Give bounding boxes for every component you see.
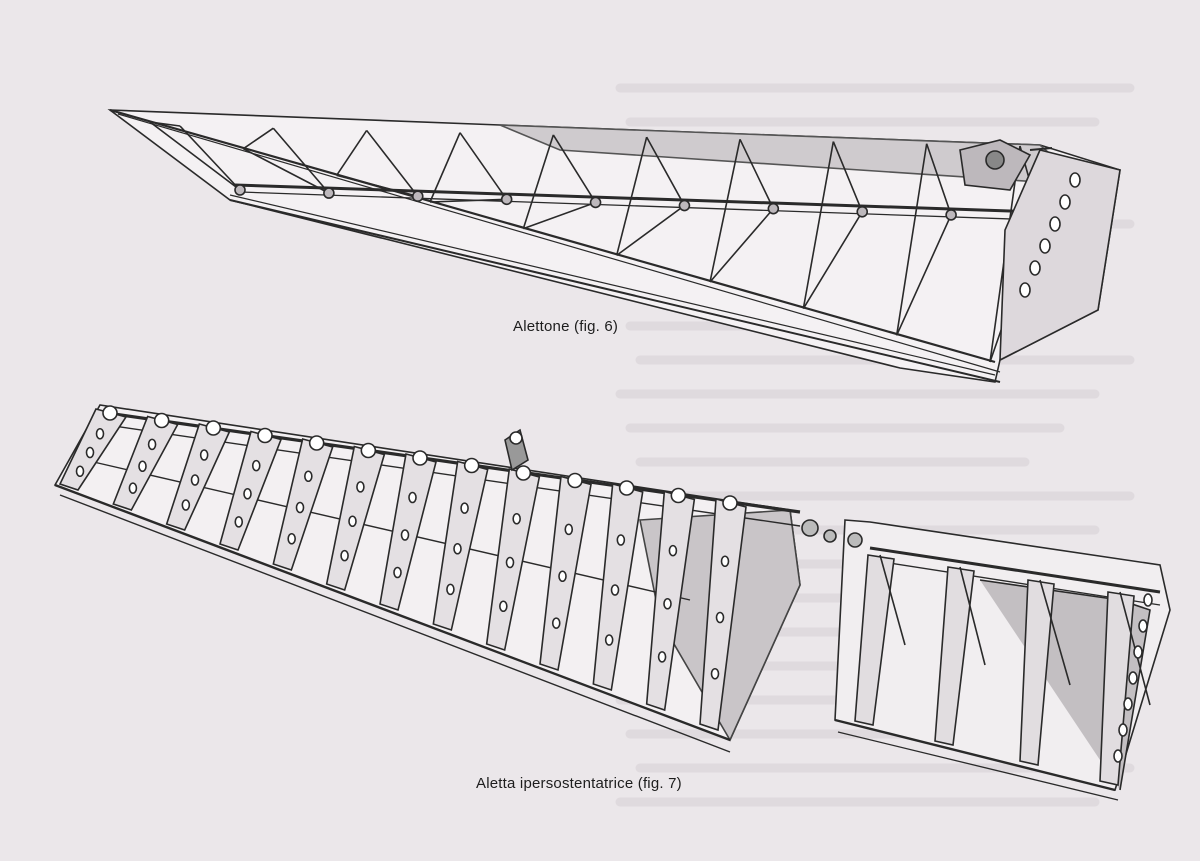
aileron-rib-joint xyxy=(323,187,335,199)
end-section-hole xyxy=(1138,619,1148,633)
aileron-rib-joint xyxy=(767,202,780,215)
flap-rib-hole xyxy=(657,651,667,663)
aileron-drawing xyxy=(107,108,1121,383)
end-plate-hole xyxy=(1039,238,1051,254)
flap-rib-collar xyxy=(205,420,222,436)
end-section-hole xyxy=(1133,645,1143,659)
end-plate-hole xyxy=(1049,216,1061,232)
flap-rib-collar xyxy=(670,487,687,504)
flap-rib-hole xyxy=(199,449,209,461)
flap-rib-collar xyxy=(153,412,170,429)
end-plate-hole xyxy=(1019,282,1031,298)
flap-rib-hole xyxy=(453,542,462,555)
flap-rib-collar xyxy=(722,495,738,511)
flap-rib-hole xyxy=(604,634,614,646)
aileron-rib-joint xyxy=(678,199,691,212)
flap-rib-collar xyxy=(515,465,532,481)
aileron-rib-diagonal xyxy=(802,141,835,309)
flap-rib-hole xyxy=(138,460,147,473)
end-section-brace xyxy=(959,566,986,666)
aileron-rib-diagonal xyxy=(522,134,555,229)
flap-rib-collar xyxy=(412,450,428,466)
flap-rib-hole xyxy=(75,465,85,478)
aileron-rib-joint xyxy=(945,209,957,221)
flap-rib-hole xyxy=(393,566,402,579)
end-section-hole xyxy=(1143,593,1153,607)
flap-rib-hole xyxy=(95,427,105,440)
flap-rib-hole xyxy=(499,600,508,613)
aileron-rib-joint xyxy=(589,196,602,209)
end-plate-hole xyxy=(1069,172,1081,188)
flap-rib-hole xyxy=(551,617,561,629)
flap-rib-hole xyxy=(190,474,200,486)
flap-drawing xyxy=(53,404,1171,801)
end-section-brace xyxy=(1039,579,1071,686)
flap-rib-hole xyxy=(558,570,567,583)
flap-rib-hole xyxy=(400,529,410,541)
flap-rib-hole xyxy=(710,667,720,680)
aileron-rib-joint xyxy=(234,184,246,196)
flap-rib-hole xyxy=(243,487,252,500)
flap-rib-hole xyxy=(715,611,725,624)
flap-rib-hole xyxy=(287,532,296,545)
flap-rib-collar xyxy=(102,405,118,421)
flap-rib-hole xyxy=(147,438,157,451)
end-section-rib xyxy=(934,566,975,746)
end-section-hole xyxy=(1128,671,1138,685)
flap-rib-hole xyxy=(408,491,417,504)
aileron-rib-diagonal xyxy=(895,143,928,336)
aileron-rib-joint xyxy=(856,205,869,218)
flap-rib-hole xyxy=(295,501,305,514)
flap-caption: Aletta ipersostentatrice (fig. 7) xyxy=(476,775,682,792)
aileron-caption: Alettone (fig. 6) xyxy=(513,318,619,335)
end-section-hole xyxy=(1123,697,1133,711)
flap-rib-hole xyxy=(348,515,357,528)
flap-rib-hole xyxy=(181,499,191,511)
flap-rib-hole xyxy=(564,523,574,536)
flap-rib-hole xyxy=(663,597,672,610)
flap-rib-hole xyxy=(85,446,95,459)
aileron-rib-diagonal xyxy=(615,136,648,256)
aileron-rib-diagonal xyxy=(149,121,181,127)
flap-rib-hole xyxy=(356,481,365,493)
flap-rib-hole xyxy=(340,549,349,562)
flap-rib-hole xyxy=(251,459,261,472)
flap-rib-hole xyxy=(446,583,455,596)
end-plate-hole xyxy=(1059,194,1071,210)
end-section-rib xyxy=(854,554,895,726)
flap-rib-hole xyxy=(505,556,515,569)
end-section-hole xyxy=(1113,749,1123,763)
end-section-rib xyxy=(1019,579,1055,766)
end-plate-hole xyxy=(1029,260,1041,276)
aileron-rib-diagonal xyxy=(242,127,274,150)
end-section-brace xyxy=(879,554,906,646)
flap-rib-hole xyxy=(460,502,469,514)
end-section-hole xyxy=(1118,723,1128,737)
flap-rib-hole xyxy=(610,584,620,596)
flap-rib-collar xyxy=(257,427,273,444)
flap-rib-hole xyxy=(668,544,678,557)
aileron-rib-joint xyxy=(500,193,513,206)
aileron-rib-diagonal xyxy=(336,129,368,176)
flap-rib-hole xyxy=(304,470,313,483)
flap-rib-collar xyxy=(308,435,325,451)
flap-rib-collar xyxy=(360,442,377,459)
flap-rib-collar xyxy=(567,472,583,489)
aileron-rib-diagonal xyxy=(709,139,741,283)
flap-rib-hole xyxy=(128,482,138,494)
flap-rib-hole xyxy=(720,555,730,568)
flap-rib-hole xyxy=(234,516,244,528)
aileron-rib-joint xyxy=(411,190,424,203)
flap-rib-collar xyxy=(618,480,635,496)
aileron-rib-diagonal xyxy=(429,132,461,203)
flap-rib-hole xyxy=(512,512,521,525)
flap-rib-hole xyxy=(616,534,626,546)
flap-rib-collar xyxy=(463,457,480,474)
end-section-rib xyxy=(1099,591,1135,786)
